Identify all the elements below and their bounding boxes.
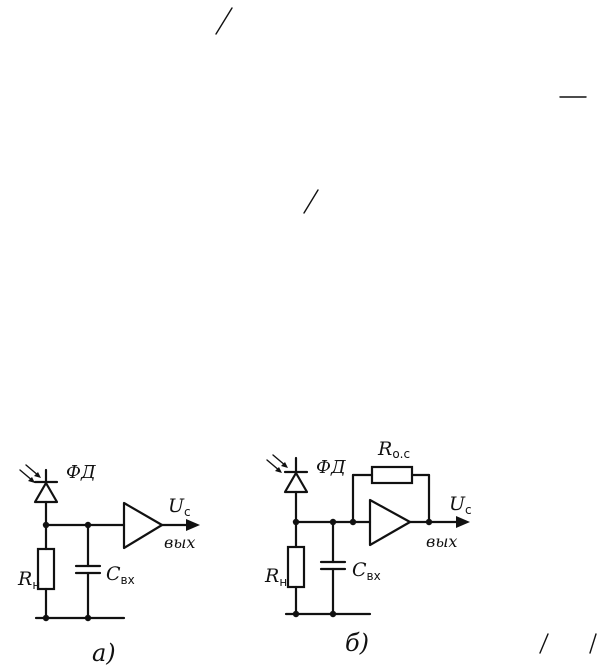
signal-a-label: Uс — [168, 495, 191, 519]
load-resistor-b — [286, 545, 306, 589]
feedback-loop-b — [351, 465, 431, 524]
photodiode-a — [33, 468, 59, 527]
circuit-a: ФД Rн Cвх Uс вых — [17, 462, 200, 667]
output-a-label: вых — [164, 533, 195, 552]
input-capacitor-a — [74, 523, 102, 620]
light-rays-icon — [266, 454, 288, 473]
output-b-label: вых — [426, 532, 457, 551]
load-resistor-a — [36, 547, 56, 591]
scan-marks — [215, 7, 597, 654]
amplifier-b — [368, 498, 412, 547]
feedback-resistor-b — [370, 465, 414, 485]
input-capacitor-b-label: Cвх — [352, 559, 381, 583]
load-resistor-b-label: Rн — [264, 565, 287, 589]
caption-a: а) — [92, 639, 116, 667]
output-arrow-b-icon — [456, 516, 470, 528]
photodiode-b-label: ФД — [316, 457, 346, 478]
amplifier-a — [122, 501, 164, 550]
photodiode-a-label: ФД — [66, 462, 96, 483]
signal-b-label: Uс — [449, 493, 472, 517]
feedback-resistor-b-label: Rо.с — [377, 438, 410, 461]
light-rays-icon — [19, 464, 41, 483]
circuit-b: ФД Rо.с Rн Cвх — [264, 438, 472, 657]
input-capacitor-a-label: Cвх — [106, 563, 135, 587]
photodiode-b — [283, 456, 309, 524]
load-resistor-a-label: Rн — [17, 568, 40, 592]
output-arrow-a-icon — [186, 519, 200, 531]
caption-b: б) — [345, 629, 369, 657]
input-capacitor-b — [319, 520, 347, 616]
node-b-output — [425, 518, 433, 526]
